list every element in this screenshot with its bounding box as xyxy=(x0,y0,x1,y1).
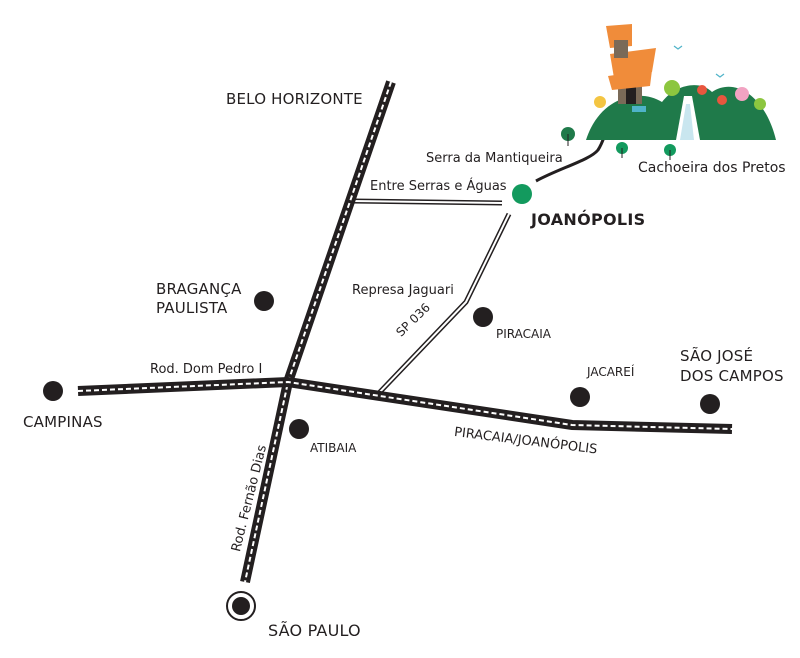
city-jacarei: JACAREÍ xyxy=(587,365,635,379)
city-sao-paulo: SÃO PAULO xyxy=(268,621,361,640)
city-joanopolis: JOANÓPOLIS xyxy=(531,210,646,229)
city-belo-horizonte: BELO HORIZONTE xyxy=(226,90,363,108)
piracaia-dot xyxy=(473,307,493,327)
road-label-dom-pedro: Rod. Dom Pedro I xyxy=(150,362,263,377)
landmark-cachoeira-pretos: Cachoeira dos Pretos xyxy=(638,160,786,176)
city-sao-jose-dos-campos: SÃO JOSÉ DOS CAMPOS xyxy=(680,347,784,385)
city-atibaia: ATIBAIA xyxy=(310,441,357,455)
city-piracaia: PIRACAIA xyxy=(496,327,551,341)
joanopolis-marker xyxy=(512,184,532,204)
atibaia-dot xyxy=(289,419,309,439)
road-sp036 xyxy=(376,212,512,396)
road-label-represa: Represa Jaguari xyxy=(352,283,454,298)
serra-illustration xyxy=(561,24,776,160)
city-braganca-paulista: BRAGANÇA PAULISTA xyxy=(156,280,242,317)
landmark-serra-mantiqueira: Serra da Mantiqueira xyxy=(426,151,563,166)
campinas-dot xyxy=(43,381,63,401)
sao-paulo-marker xyxy=(226,591,256,621)
highway-fernao-dias xyxy=(240,80,396,584)
road-label-entre-serras: Entre Serras e Águas xyxy=(370,179,507,194)
city-campinas: CAMPINAS xyxy=(23,413,103,431)
braganca-dot xyxy=(254,291,274,311)
sao-jose-dot xyxy=(700,394,720,414)
jacarei-dot xyxy=(570,387,590,407)
road-entre-serras xyxy=(351,198,503,206)
highway-dom-pedro xyxy=(77,376,733,434)
